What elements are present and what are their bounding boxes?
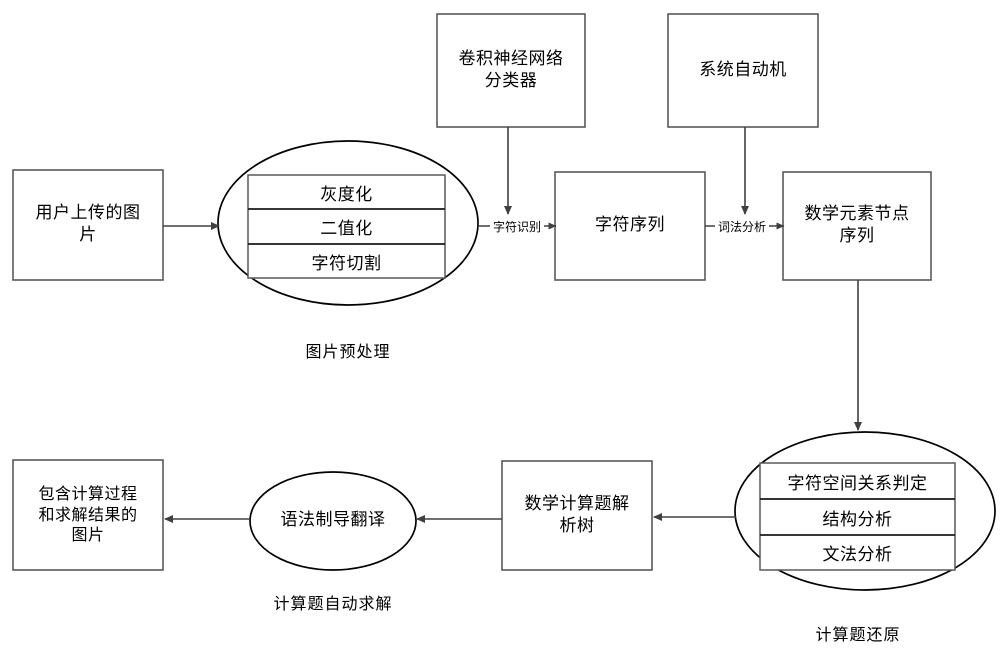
node-syntax-directed-translation-shape[interactable] (249, 471, 417, 571)
caption-preprocess: 图片预处理 (305, 342, 391, 361)
node-math-element-node-sequence-shape[interactable] (782, 171, 932, 281)
restore-step-spatial-relation[interactable]: 字符空间关系判定 (787, 473, 928, 494)
restore-table-outline (759, 462, 956, 571)
preprocess-step-binarization[interactable]: 二值化 (320, 219, 373, 239)
node-char-sequence-shape[interactable] (554, 171, 706, 281)
edge-label-lexical-analysis: 词法分析 (715, 218, 769, 235)
node-cnn-classifier-shape[interactable] (436, 13, 586, 128)
restore-step-structure-analysis[interactable]: 结构分析 (822, 509, 893, 530)
edge-label-char-recognition: 字符识别 (490, 218, 544, 235)
preprocess-step-grayscale[interactable]: 灰度化 (320, 184, 373, 205)
restore-step-grammar-analysis[interactable]: 文法分析 (822, 545, 893, 565)
preprocess-step-char-segmentation[interactable]: 字符切割 (311, 253, 382, 274)
preprocess-table-outline (247, 174, 446, 279)
node-system-automaton-shape[interactable] (667, 13, 819, 128)
node-parse-tree-shape[interactable] (501, 460, 653, 571)
node-user-image-shape[interactable] (12, 169, 164, 281)
caption-restore: 计算题还原 (815, 625, 901, 644)
node-result-image-shape[interactable] (12, 459, 164, 571)
caption-auto-solve: 计算题自动求解 (273, 594, 393, 613)
